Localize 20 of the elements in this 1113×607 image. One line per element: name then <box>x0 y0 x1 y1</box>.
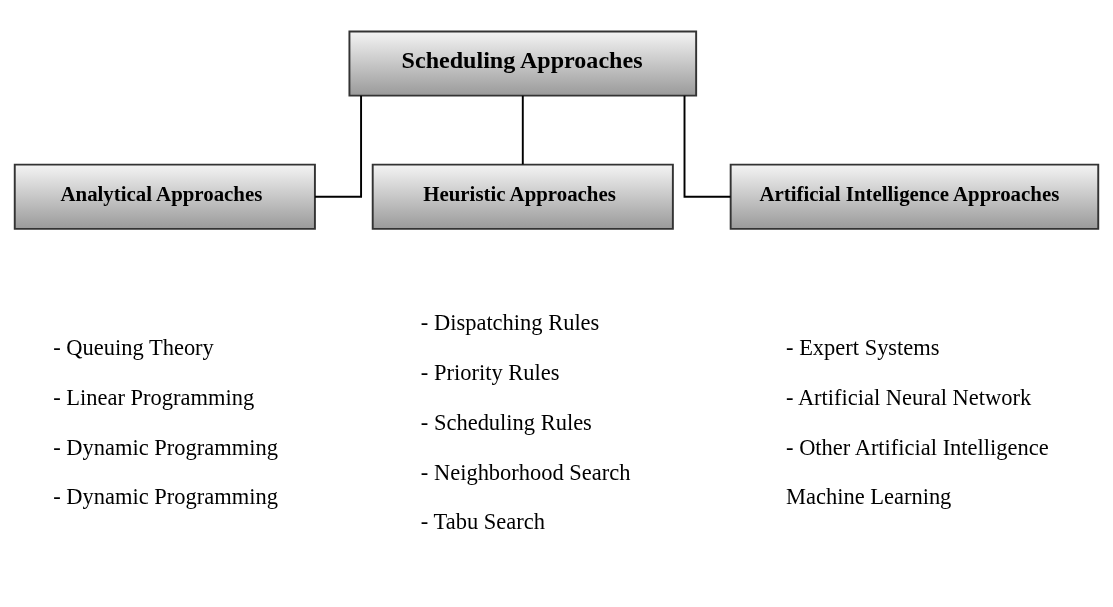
connector <box>314 94 363 198</box>
node-label: - Dynamic Programming <box>53 434 278 460</box>
node-label: - Dispatching Rules <box>420 310 600 336</box>
node-box: Scheduling Approaches <box>348 30 698 97</box>
node-label: - Linear Programming <box>53 384 255 410</box>
connector <box>683 94 732 198</box>
node-label: - Priority Rules <box>420 360 560 386</box>
node-label: - Other Artificial Intelligence <box>786 434 1049 460</box>
node-label: - Artificial Neural Network <box>786 384 1032 410</box>
connector <box>521 94 524 166</box>
node-box: Analytical Approaches <box>13 163 316 230</box>
node-label: - Scheduling Rules <box>420 409 592 435</box>
node-label: Machine Learning <box>786 484 952 510</box>
node-label: - Tabu Search <box>420 509 545 535</box>
node-label: - Expert Systems <box>786 335 940 361</box>
node-box: Artificial Intelligence Approaches <box>729 163 1100 230</box>
node-box: Heuristic Approaches <box>371 163 674 230</box>
node-label: - Dynamic Programming <box>53 484 278 510</box>
node-label: - Neighborhood Search <box>420 459 631 485</box>
node-label: - Queuing Theory <box>53 335 214 361</box>
